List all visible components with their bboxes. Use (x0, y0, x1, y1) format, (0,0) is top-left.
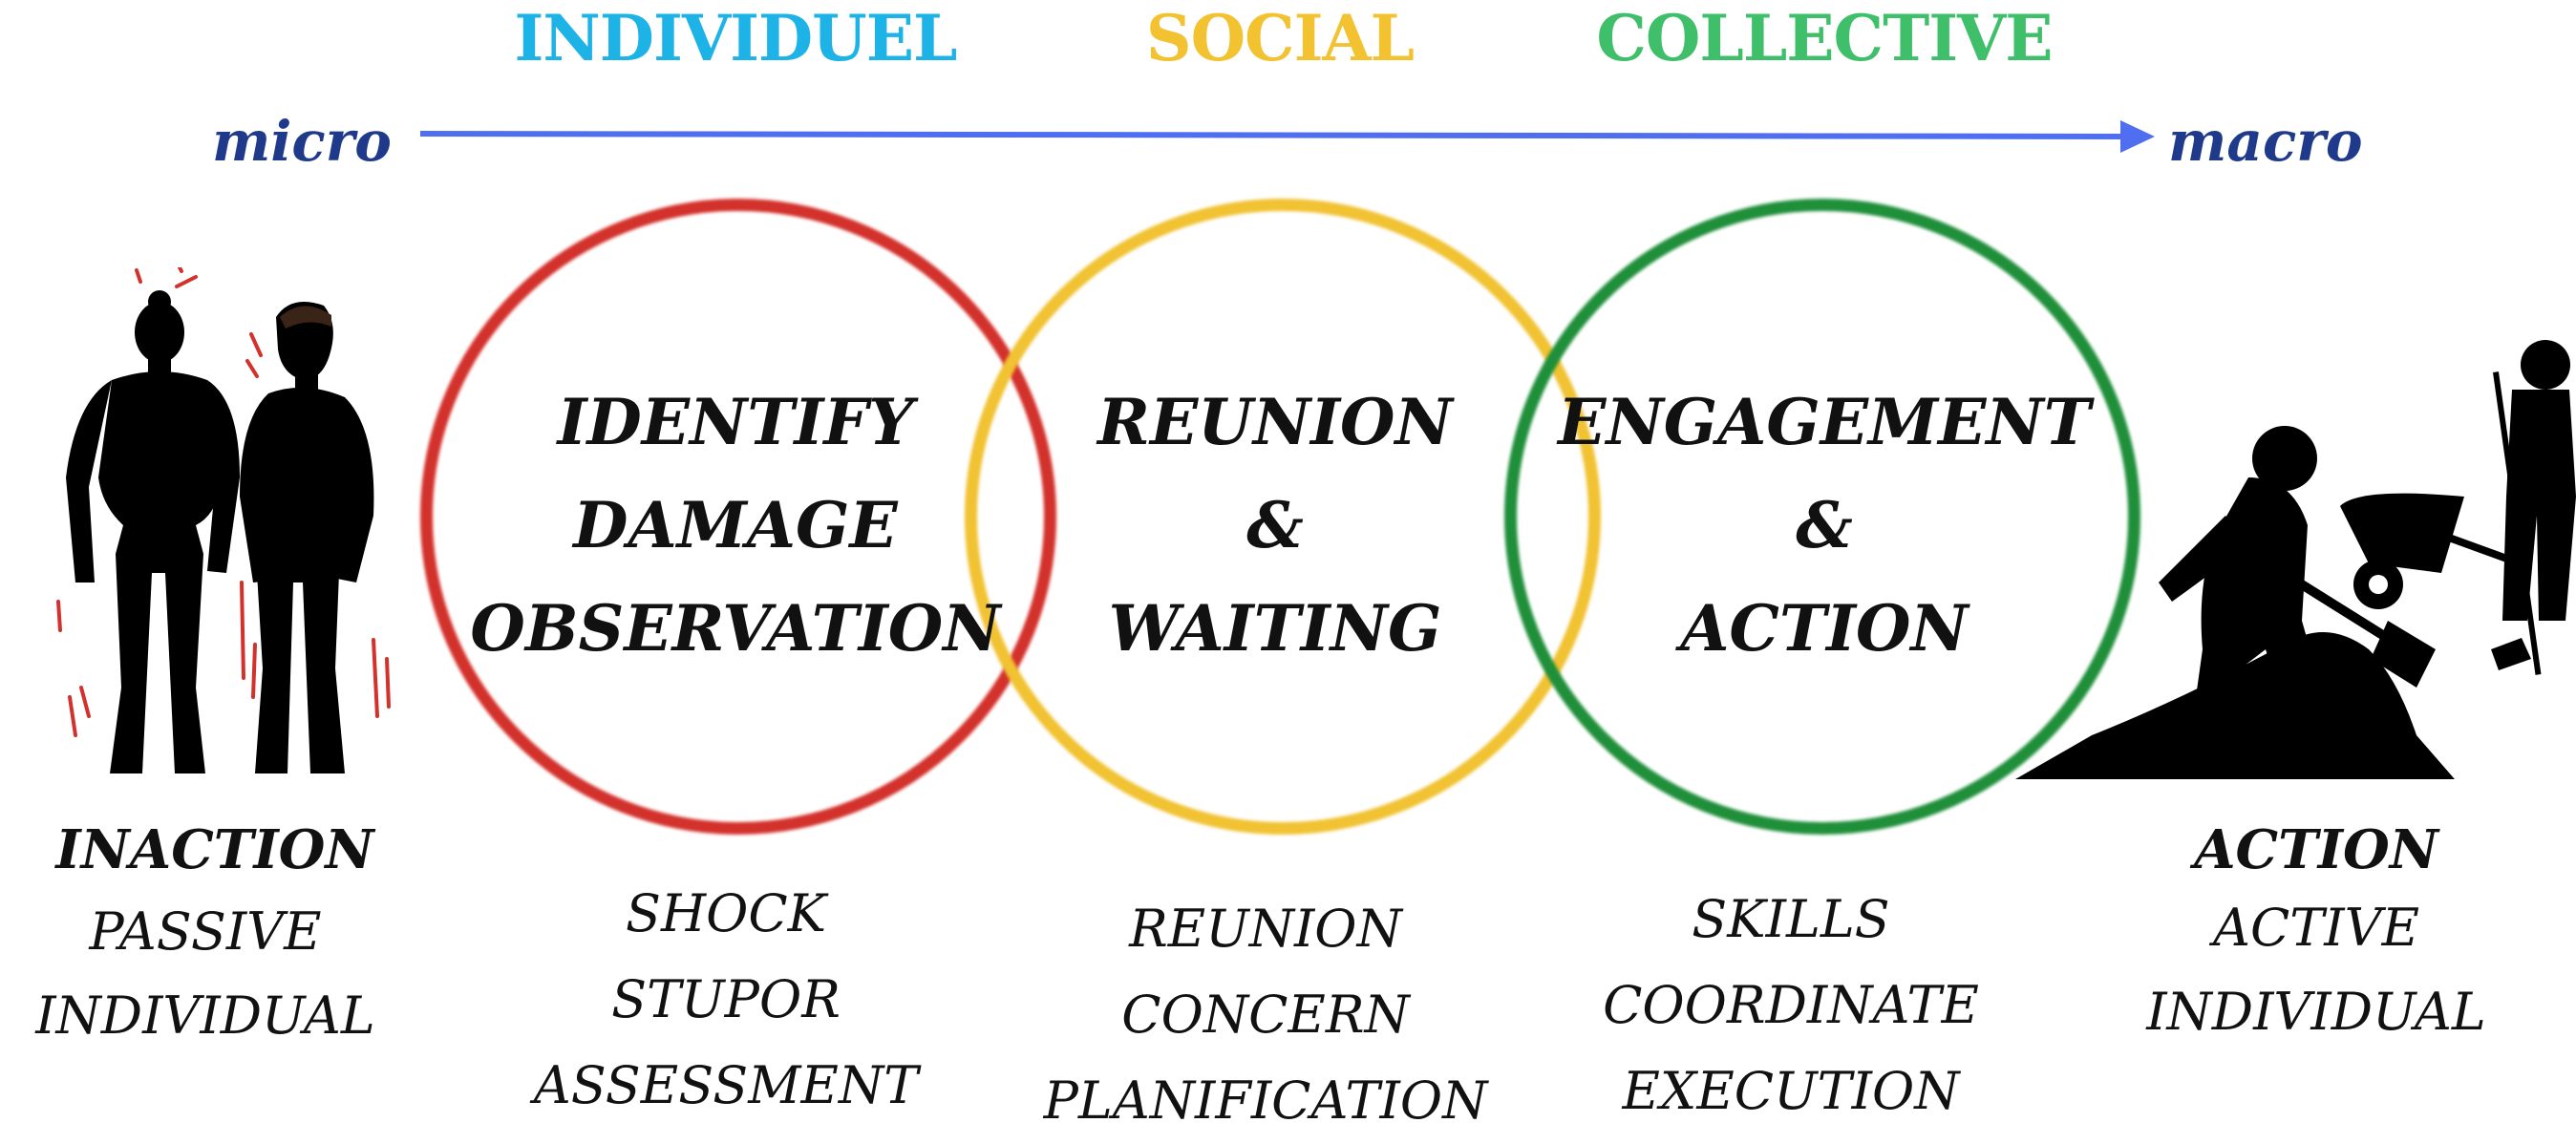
circle-title-reunion: REUNION & WAITING (993, 371, 1557, 680)
list-item: SHOCK (625, 883, 826, 943)
circle-title-identify: IDENTIFY DAMAGE OBSERVATION (449, 371, 1022, 680)
list-item: INDIVIDUAL (2146, 982, 2486, 1042)
title-line: DAMAGE (573, 488, 898, 562)
list-item: ASSESSMENT (533, 1055, 919, 1115)
list-item: STUPOR (611, 969, 841, 1029)
list-item: REUNION (1129, 899, 1402, 959)
title-line: & (1796, 488, 1853, 562)
list-item: ACTIVE (2212, 898, 2420, 958)
circle-title-engagement: ENGAGEMENT & ACTION (1528, 371, 2120, 680)
left-side-items: PASSIVE INDIVIDUAL (19, 890, 392, 1058)
list-item: SKILLS (1692, 889, 1890, 949)
title-line: WAITING (1108, 591, 1442, 666)
list-item: COORDINATE (1603, 975, 1979, 1035)
scale-label-collective: COLLECTIVE (1596, 1, 2053, 75)
list-item: PLANIFICATION (1043, 1070, 1488, 1131)
scale-arrow (419, 120, 2155, 153)
list-item: EXECUTION (1622, 1061, 1960, 1121)
circle-items-reunion: REUNION CONCERN PLANIFICATION (1012, 886, 1519, 1144)
left-side-title: INACTION (55, 818, 374, 881)
list-item: INDIVIDUAL (35, 985, 375, 1046)
list-item: PASSIVE (89, 901, 322, 962)
scale-label-social: SOCIAL (1145, 1, 1415, 75)
circle-items-identify: SHOCK STUPOR ASSESSMENT (478, 871, 974, 1129)
workers-icon (2015, 340, 2576, 779)
macro-label: macro (2168, 109, 2363, 174)
right-side-items: ACTIVE INDIVIDUAL (2130, 886, 2502, 1054)
title-line: IDENTIFY (557, 385, 914, 459)
circle-items-engagement: SKILLS COORDINATE EXECUTION (1566, 877, 2015, 1134)
standing-people-icon (56, 267, 391, 773)
scale-label-individuel: INDIVIDUEL (514, 1, 958, 75)
title-line: ACTION (1680, 591, 1969, 666)
title-line: & (1246, 488, 1304, 562)
micro-label: micro (212, 109, 392, 174)
title-line: OBSERVATION (470, 591, 1001, 666)
right-side-title: ACTION (2194, 818, 2438, 881)
title-line: REUNION (1097, 385, 1453, 459)
title-line: ENGAGEMENT (1558, 385, 2091, 459)
list-item: CONCERN (1121, 985, 1410, 1045)
